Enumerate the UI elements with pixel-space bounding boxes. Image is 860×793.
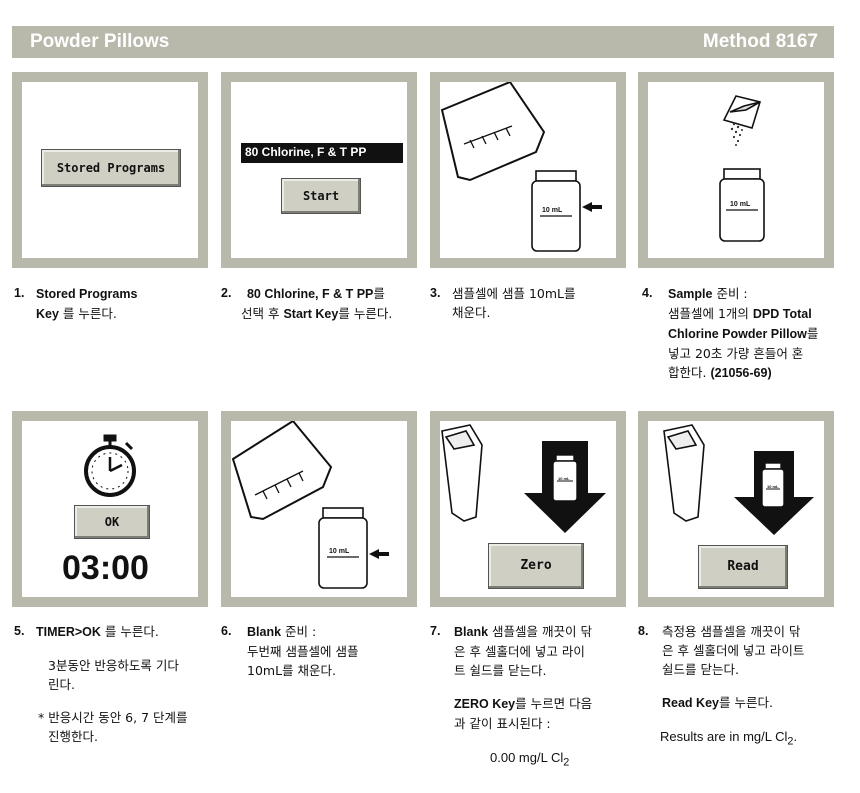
arrow-left-icon xyxy=(369,549,389,559)
start-button[interactable]: Start xyxy=(281,178,361,214)
panel-step-1: Stored Programs xyxy=(12,72,208,268)
panel-step-6: 10 mL xyxy=(221,411,417,607)
panel-step-3: 10 mL xyxy=(430,72,626,268)
cell-label: 10 mL xyxy=(558,476,570,481)
panel-step-4: 10 mL xyxy=(638,72,834,268)
panel-step-8: 10 mL Read xyxy=(638,411,834,607)
powder-dots xyxy=(730,122,743,146)
cell-label: 10 mL xyxy=(730,201,751,208)
program-bar: 80 Chlorine, F & T PP xyxy=(241,143,403,163)
cell-label: 10 mL xyxy=(542,207,563,214)
timer-display: 03:00 xyxy=(62,549,149,587)
beaker-icon xyxy=(231,421,333,521)
sample-cell-icon xyxy=(318,507,368,589)
panel-step-2: 80 Chlorine, F & T PP Start xyxy=(221,72,417,268)
read-button[interactable]: Read xyxy=(698,545,788,589)
stored-programs-button[interactable]: Stored Programs xyxy=(41,149,181,187)
panel-step-7: 10 mL Zero xyxy=(430,411,626,607)
sample-cell-icon xyxy=(761,462,785,508)
beaker-icon xyxy=(440,82,546,182)
pouring-beaker-illustration xyxy=(440,82,602,252)
light-shield-icon xyxy=(441,424,483,522)
powder-pillow-icon xyxy=(722,95,762,129)
ok-button[interactable]: OK xyxy=(74,505,150,539)
sample-cell-icon xyxy=(531,170,581,252)
stopwatch-icon xyxy=(84,434,136,497)
pouring-beaker-illustration xyxy=(231,421,389,589)
arrow-left-icon xyxy=(582,202,602,212)
powder-pillow-illustration xyxy=(719,95,765,242)
stopwatch-illustration xyxy=(84,434,136,497)
sample-cell-icon xyxy=(552,454,578,502)
header-title: Powder Pillows xyxy=(30,31,170,52)
sample-cell-icon xyxy=(719,168,765,242)
zero-button[interactable]: Zero xyxy=(488,543,584,589)
insert-cell-illustration xyxy=(441,424,606,533)
method-number: Method 8167 xyxy=(702,31,818,52)
header-bar: Powder Pillows Method 8167 xyxy=(12,26,834,58)
cell-label: 10 mL xyxy=(767,484,779,489)
light-shield-icon xyxy=(663,424,705,522)
cell-label: 10 mL xyxy=(329,548,350,555)
panel-step-5: OK 03:00 xyxy=(12,411,208,607)
insert-cell-illustration xyxy=(663,424,814,535)
